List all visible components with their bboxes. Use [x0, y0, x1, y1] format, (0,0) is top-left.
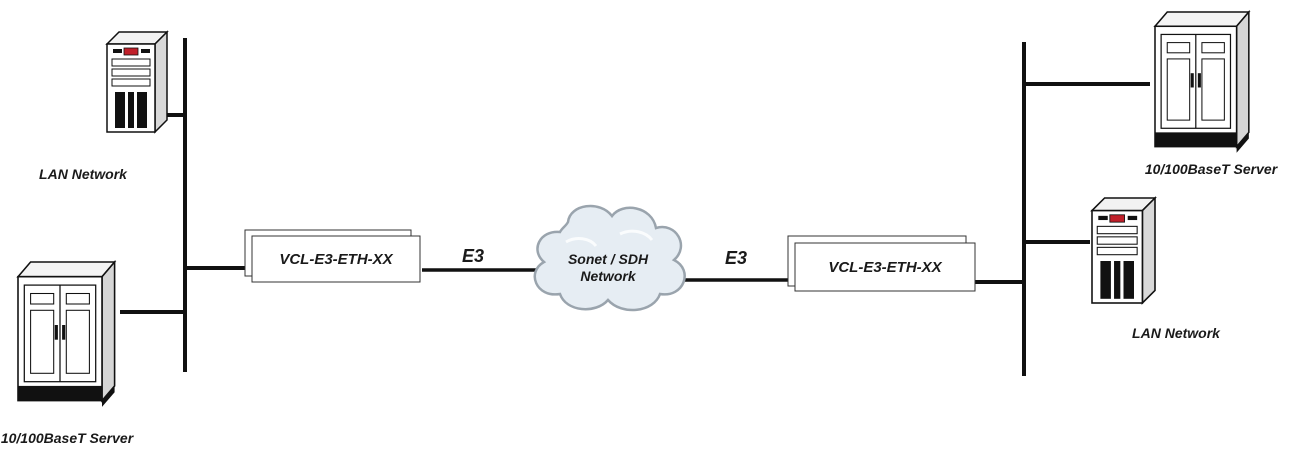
tower-pc-icon	[106, 31, 168, 133]
cloud-label-line1: Sonet / SDH	[568, 251, 649, 267]
rack-server-icon	[1154, 11, 1250, 154]
left-e3-label: E3	[462, 246, 484, 266]
left-server-label: 10/100BaseT Server	[1, 430, 135, 446]
left-device-label: VCL-E3-ETH-XX	[279, 251, 393, 268]
right-device-label: VCL-E3-ETH-XX	[828, 259, 942, 276]
tower-pc-icon	[1091, 197, 1156, 304]
left-lan-label: LAN Network	[39, 166, 128, 182]
right-server-label: 10/100BaseT Server	[1145, 161, 1279, 177]
rack-server-icon	[17, 261, 116, 408]
right-lan-label: LAN Network	[1132, 325, 1221, 341]
right-vcl-device: VCL-E3-ETH-XX	[787, 235, 976, 292]
cloud-icon	[533, 204, 686, 312]
left-vcl-device: VCL-E3-ETH-XX	[244, 229, 421, 283]
right-e3-label: E3	[725, 248, 747, 268]
cloud-label-line2: Network	[580, 268, 636, 284]
